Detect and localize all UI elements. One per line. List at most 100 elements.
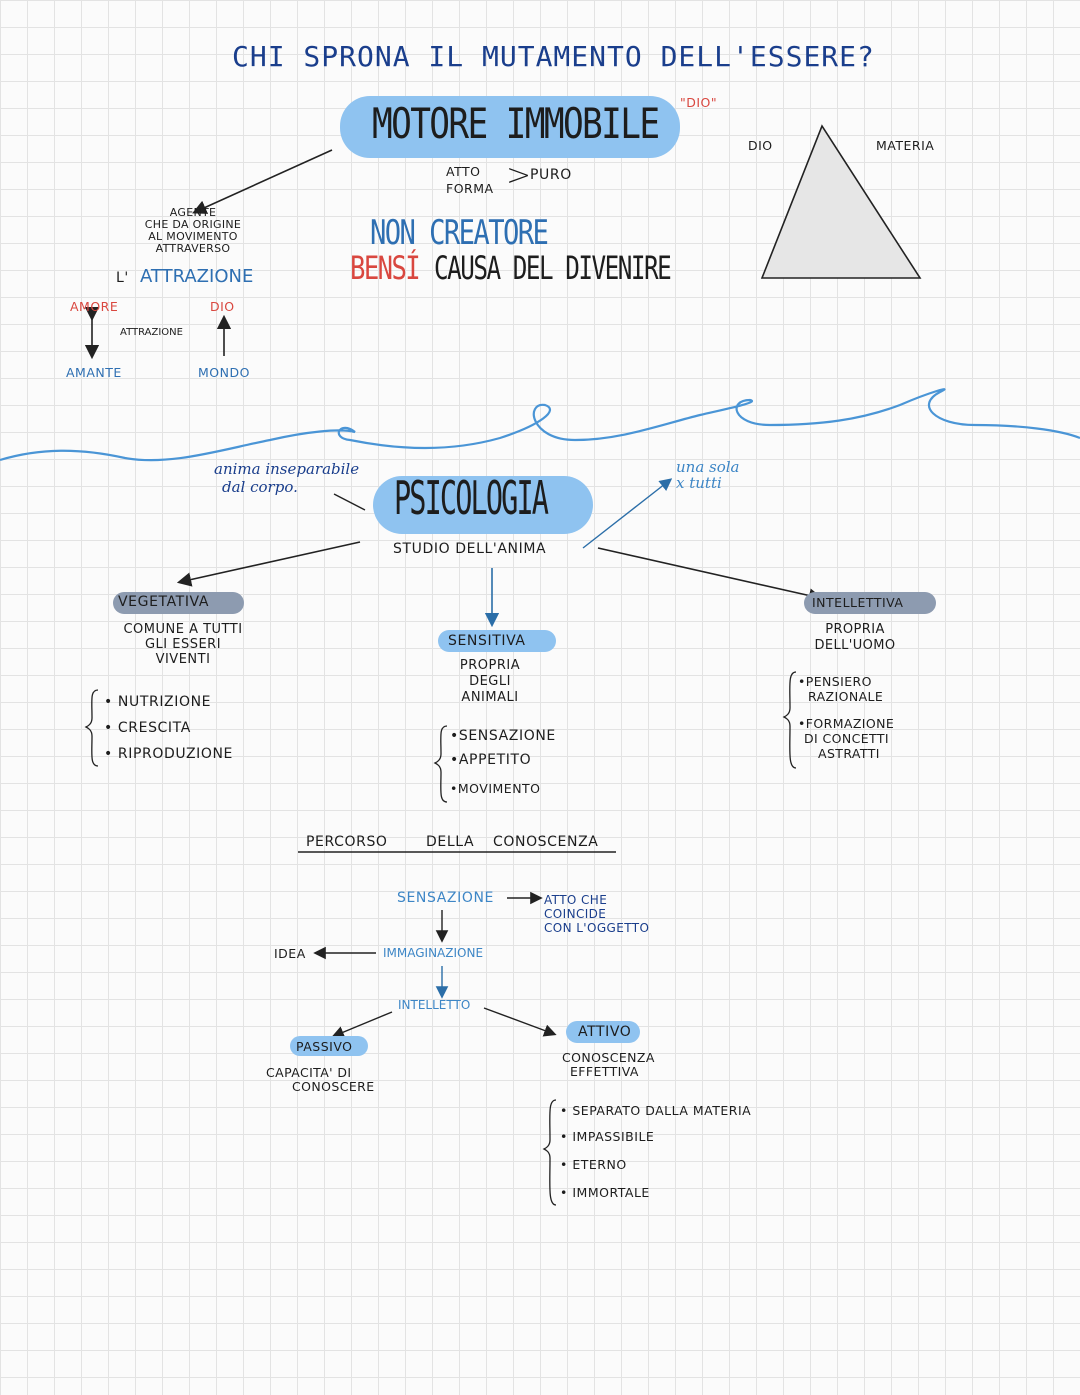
sensitiva-desc-line: ANIMALI: [461, 690, 519, 705]
amante-label: AMANTE: [66, 365, 122, 380]
sensitiva-pill: [438, 630, 556, 652]
arrow-to-intellettiva: [597, 547, 824, 603]
attivo-item-text: IMMORTALE: [572, 1185, 650, 1200]
passivo-desc: CAPACITA' DI CONOSCERE: [266, 1066, 390, 1094]
attivo-item: • IMPASSIBILE: [560, 1129, 655, 1144]
brace-intellettiva: [782, 671, 797, 769]
passivo-desc-line: CAPACITA' DI: [266, 1065, 352, 1080]
agente-line: AL MOVIMENTO: [148, 230, 238, 243]
attivo-desc-line: EFFETTIVA: [570, 1064, 639, 1079]
agente-line: AGENTE: [169, 206, 217, 219]
vegetativa-pill: [113, 592, 244, 614]
intellettiva-item-text: RAZIONALE: [808, 689, 884, 704]
left-note-line: anima inseparabile: [214, 460, 360, 478]
vegetativa-desc-line: GLI ESSERI: [144, 637, 222, 652]
attivo-desc-line: CONOSCENZA: [562, 1050, 655, 1065]
intellettiva-label: INTELLETTIVA: [812, 595, 904, 610]
vegetativa-item-text: NUTRIZIONE: [117, 694, 212, 710]
attivo-label: ATTIVO: [578, 1024, 632, 1040]
brace-attivo: [542, 1099, 557, 1206]
vegetativa-item-text: RIPRODUZIONE: [117, 746, 234, 762]
intellettiva-item: •PENSIERO RAZIONALE: [798, 674, 884, 704]
vegetativa-item-text: CRESCITA: [117, 720, 191, 736]
arrow-to-vegetativa: [176, 541, 361, 587]
arrow-motore-agente: [192, 149, 333, 214]
attrazione-label: ATTRAZIONE: [140, 266, 254, 287]
sensitiva-label: SENSITIVA: [448, 633, 526, 649]
sensitiva-desc-line: DEGLI: [469, 674, 511, 689]
atto-coincide-line: COINCIDE: [544, 907, 607, 921]
bracket-glyph: >: [506, 158, 532, 193]
intellettiva-item-text: DI CONCETTI: [804, 731, 889, 746]
left-note-line: dal corpo.: [222, 478, 298, 496]
causa-del-divenire: CAUSA DEL DIVENIRE: [434, 249, 672, 287]
attivo-item-text: SEPARATO DALLA MATERIA: [572, 1103, 752, 1118]
psicologia-highlight: [373, 476, 593, 534]
intellettiva-item-text: ASTRATTI: [818, 746, 880, 761]
attivo-item-text: IMPASSIBILE: [572, 1129, 655, 1144]
brace-vegetativa: [84, 689, 99, 767]
arrow-psico-left-note: [333, 493, 366, 511]
vegetativa-desc-line: VIVENTI: [155, 652, 211, 667]
attivo-pill: [566, 1021, 640, 1043]
mondo-label: MONDO: [198, 365, 250, 380]
sensitiva-desc-line: PROPRIA: [459, 658, 521, 673]
amore-label: AMORE: [70, 299, 119, 314]
right-note-line: x tutti: [676, 474, 722, 492]
attivo-item-text: ETERNO: [572, 1157, 627, 1172]
attivo-item: • SEPARATO DALLA MATERIA: [560, 1103, 752, 1118]
right-note-line: una sola: [676, 458, 740, 476]
conoscenza-sensazione: SENSAZIONE: [397, 890, 494, 906]
arrow-intelletto-attivo: [483, 1007, 557, 1037]
agente-line: ATTRAVERSO: [155, 242, 231, 255]
atto-label: ATTO: [446, 164, 481, 179]
intellettiva-desc: PROPRIA DELL'UOMO: [800, 622, 910, 654]
vegetativa-label: VEGETATIVA: [118, 594, 210, 610]
agente-line: CHE DA ORIGINE: [144, 218, 242, 231]
vegetativa-item: • RIPRODUZIONE: [104, 746, 234, 762]
motore-highlight: [340, 96, 680, 158]
attivo-item: • ETERNO: [560, 1157, 627, 1172]
triangle-label-dio: DIO: [748, 138, 773, 153]
agente-block: AGENTE CHE DA ORIGINE AL MOVIMENTO ATTRA…: [118, 207, 268, 255]
percorso-title-1: PERCORSO: [306, 834, 388, 850]
motore-immobile-title: MOTORE IMMOBILE: [372, 99, 660, 148]
intellettiva-desc-line: DELL'UOMO: [814, 638, 896, 653]
psicologia-subtitle: STUDIO DELL'ANIMA: [393, 541, 547, 557]
non-creatore: NON CREATORE: [370, 213, 549, 253]
attivo-desc: CONOSCENZA EFFETTIVA: [562, 1051, 655, 1079]
atto-coincide: ATTO CHE COINCIDE CON L'OGGETTO: [544, 893, 649, 935]
sensitiva-item-text: MOVIMENTO: [457, 781, 541, 796]
attrazione-small-label: ATTRAZIONE: [120, 327, 183, 338]
immaginazione-label: IMMAGINAZIONE: [383, 946, 484, 960]
sensitiva-desc: PROPRIA DEGLI ANIMALI: [440, 658, 540, 706]
intellettiva-item-text: FORMAZIONE: [805, 716, 895, 731]
percorso-title-2: DELLA: [426, 834, 475, 850]
dio-quote: "DIO": [680, 95, 718, 110]
sensitiva-item: •APPETITO: [450, 752, 532, 768]
passivo-pill: [290, 1036, 368, 1056]
wave-divider: [0, 388, 1080, 462]
attrazione-prefix: L': [116, 270, 129, 286]
intellettiva-desc-line: PROPRIA: [825, 622, 885, 637]
sensitiva-item: •MOVIMENTO: [450, 781, 541, 796]
vegetativa-desc-line: COMUNE A TUTTI: [123, 622, 243, 637]
sensitiva-item-text: SENSAZIONE: [458, 728, 556, 744]
atto-coincide-line: ATTO CHE: [544, 893, 608, 907]
puro-label: PURO: [530, 167, 572, 183]
triangle-label-materia: MATERIA: [876, 138, 935, 153]
sensitiva-item-text: APPETITO: [458, 752, 532, 768]
passivo-desc-line: CONOSCERE: [292, 1079, 375, 1094]
atto-coincide-line: CON L'OGGETTO: [544, 921, 650, 935]
sensitiva-item: •SENSAZIONE: [450, 728, 556, 744]
intellettiva-item-text: PENSIERO: [805, 674, 872, 689]
arrow-psico-right-note: [582, 478, 673, 549]
vegetativa-item: • NUTRIZIONE: [104, 694, 212, 710]
intellettiva-item: •FORMAZIONE DI CONCETTI ASTRATTI: [798, 716, 895, 761]
idea-label: IDEA: [274, 946, 306, 961]
triangle-dio-materia: [760, 124, 922, 279]
bensi: BENSÍ: [350, 249, 421, 287]
main-question: CHI SPRONA IL MUTAMENTO DELL'ESSERE?: [232, 40, 875, 73]
intelletto-label: INTELLETTO: [398, 998, 471, 1012]
